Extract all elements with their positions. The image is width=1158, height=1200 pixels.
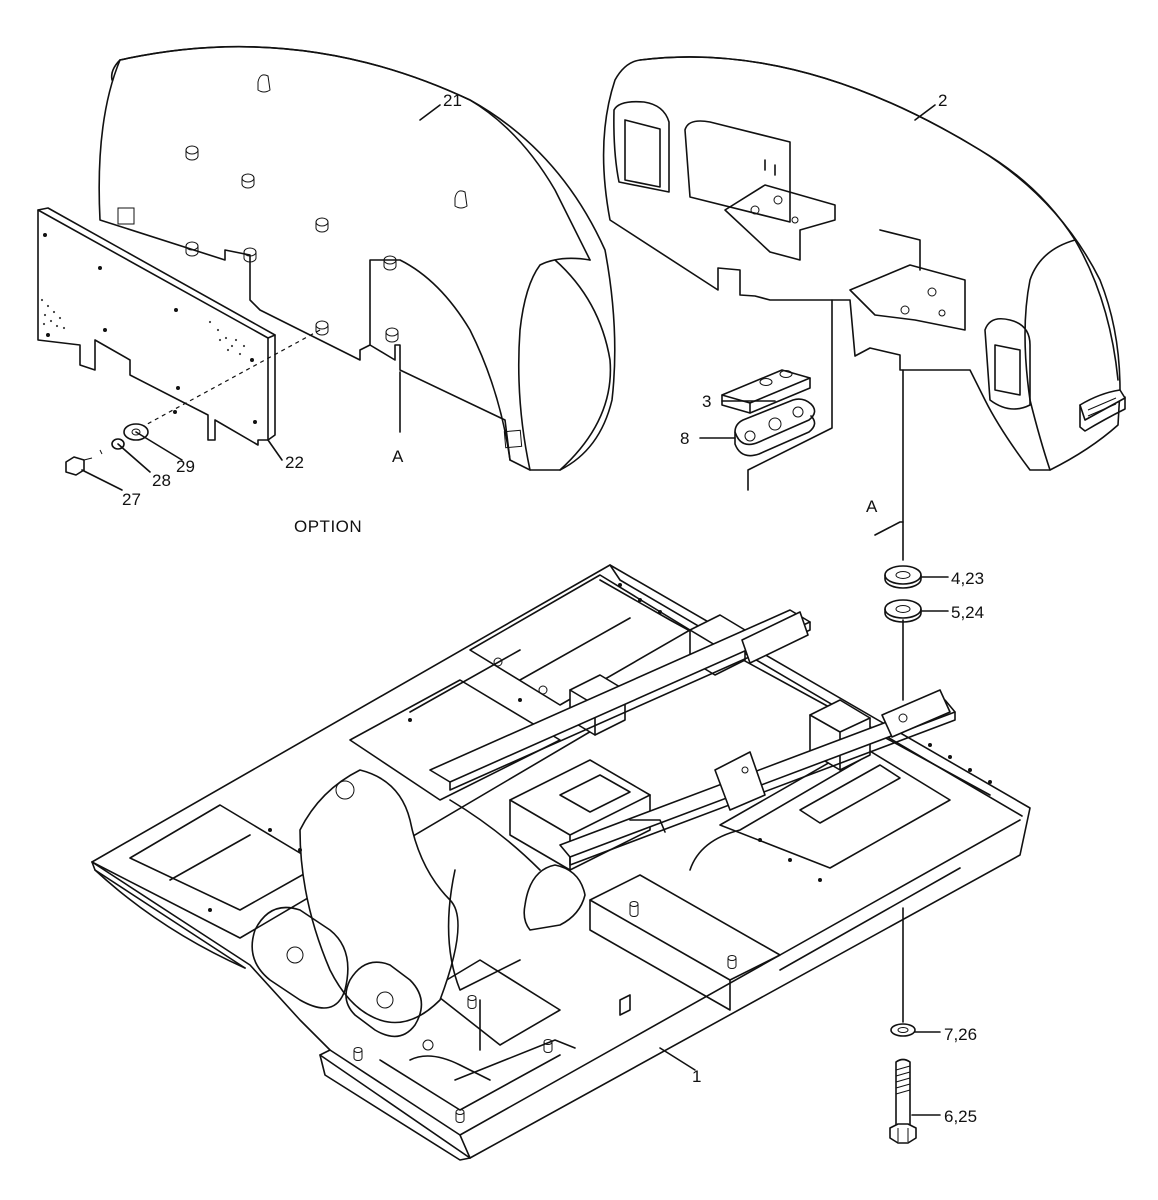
label-part-7-26: 7,26 [944, 1025, 977, 1044]
fastener-stack [65, 329, 321, 491]
label-part-27: 27 [122, 490, 141, 509]
option-label: OPTION [294, 517, 362, 536]
washer-lower [884, 599, 949, 623]
upper-frame [91, 564, 1031, 1161]
label-part-28: 28 [152, 471, 171, 490]
lifting-bracket [734, 398, 816, 457]
label-part-1: 1 [692, 1067, 701, 1086]
label-part-3: 3 [702, 392, 711, 411]
washer-upper [884, 565, 949, 589]
leader-lines [419, 104, 936, 439]
bolt [889, 1058, 941, 1144]
label-part-22: 22 [285, 453, 304, 472]
counterweight [602, 56, 1126, 471]
label-part-4-23: 4,23 [951, 569, 984, 588]
label-section-a-right: A [866, 497, 878, 516]
label-part-29: 29 [176, 457, 195, 476]
counterweight-optional [98, 45, 616, 471]
label-part-2: 2 [938, 91, 947, 110]
bracket-leader [747, 299, 833, 491]
plate [37, 207, 276, 446]
label-part-5-24: 5,24 [951, 603, 984, 622]
section-a-lines [399, 369, 904, 701]
washer-bottom [890, 1023, 941, 1037]
label-section-a-left: A [392, 447, 404, 466]
label-part-6-25: 6,25 [944, 1107, 977, 1126]
label-part-8: 8 [680, 429, 689, 448]
label-part-21: 21 [443, 91, 462, 110]
